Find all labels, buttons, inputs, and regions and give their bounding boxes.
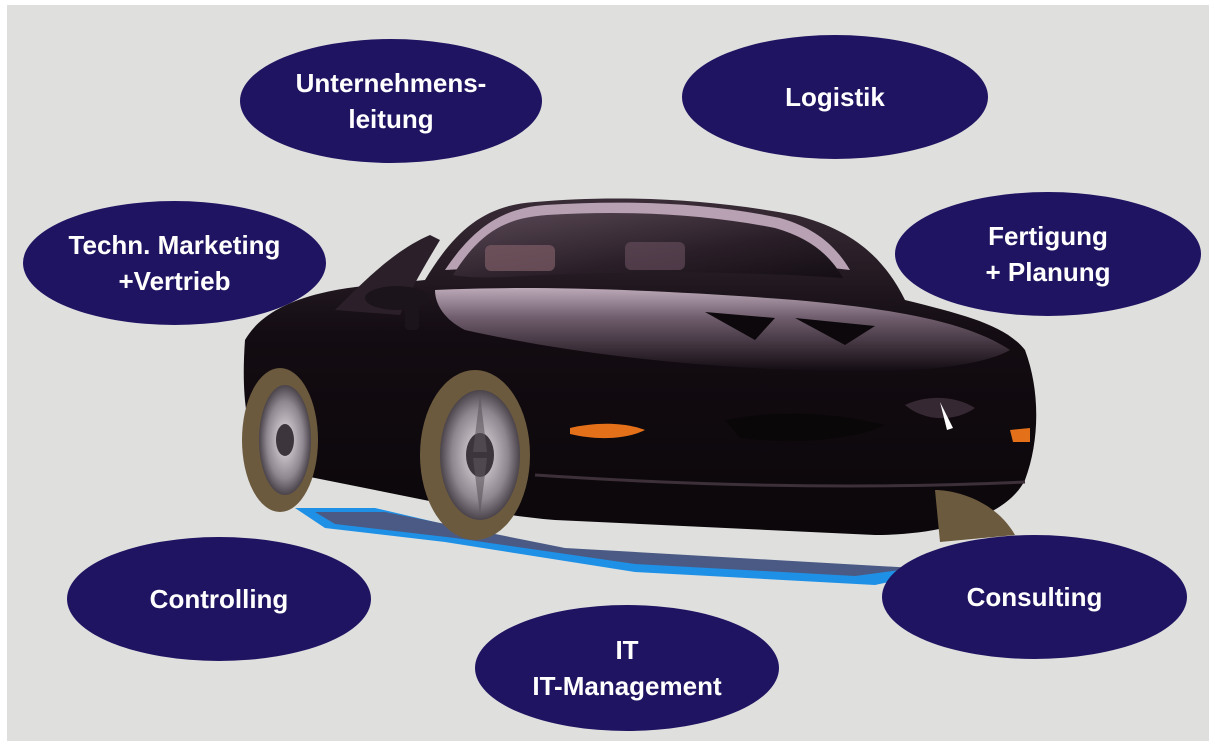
bubble-text-line: Unternehmens- <box>295 68 487 98</box>
bubble-fertigung-planung: Fertigung + Planung <box>895 192 1201 316</box>
front-right-wheel <box>935 490 1015 542</box>
bubble-controlling: Controlling <box>67 537 371 661</box>
bubble-techn-marketing: Techn. Marketing +Vertrieb <box>23 201 326 325</box>
sports-car-icon <box>242 198 1037 585</box>
bubble-text-line: + Planung <box>985 257 1111 287</box>
rear-wheel <box>242 368 318 512</box>
bubble-text-line: Consulting <box>966 582 1103 612</box>
bubble-text-line: IT-Management <box>532 671 722 701</box>
bubble-text-line: leitung <box>348 104 434 134</box>
bubble-text-line: Logistik <box>785 82 885 112</box>
diagram-canvas: Unternehmens- leitung Logistik Techn. Ma… <box>7 5 1209 741</box>
front-indicator-right <box>1010 428 1030 442</box>
bubble-text-line: +Vertrieb <box>118 266 231 296</box>
bubble-text-line: Techn. Marketing <box>68 230 281 260</box>
front-indicator-left <box>570 423 645 439</box>
front-wheel <box>420 370 530 540</box>
bubble-text-line: Controlling <box>149 584 289 614</box>
bubble-text-line: Fertigung <box>988 221 1108 251</box>
bubble-it-management: IT IT-Management <box>475 605 779 731</box>
bubble-text-line: IT <box>615 635 639 665</box>
bubble-unternehmensleitung: Unternehmens- leitung <box>240 39 542 163</box>
bubble-consulting: Consulting <box>882 535 1187 659</box>
bubble-logistik: Logistik <box>682 35 988 159</box>
